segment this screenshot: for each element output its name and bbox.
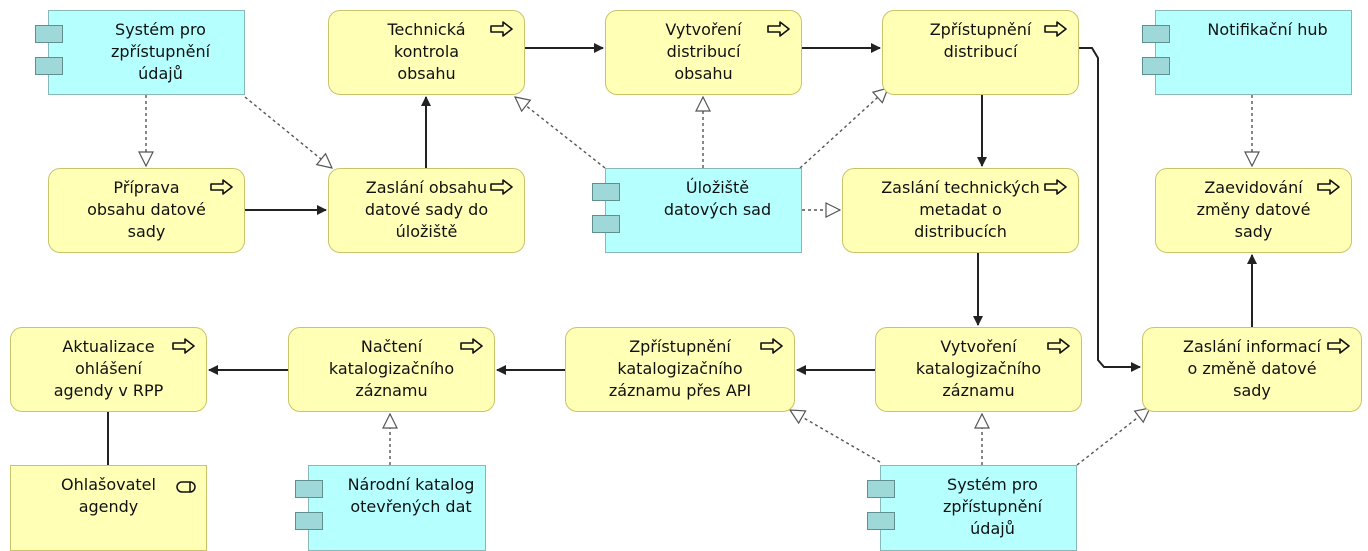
node-notification-hub[interactable]: Notifikační hub	[1142, 10, 1352, 95]
edge-realization-system_bottom-to-publish_catalog_api	[790, 410, 881, 463]
node-label: Zpřístupnění katalogizačního záznamu pře…	[608, 337, 752, 400]
component-tab-top-icon	[1142, 25, 1170, 43]
node-system-bottom[interactable]: Systém pro zpřístupnění údajů	[867, 465, 1077, 551]
node-label: Systém pro zpřístupnění údajů	[110, 20, 211, 83]
process-arrow-icon	[1047, 338, 1071, 354]
node-label: Ohlašovatel agendy	[61, 475, 156, 516]
node-send-change-info[interactable]: Zaslání informací o změně datové sady	[1142, 327, 1362, 412]
node-national-catalog[interactable]: Národní katalog otevřených dat	[295, 465, 486, 551]
node-label: Zaslání technických metadat o distribucí…	[881, 178, 1040, 241]
edge-realization-system_top-to-send_content	[244, 96, 332, 168]
process-arrow-icon	[1327, 338, 1351, 354]
component-tab-bottom-icon	[1142, 57, 1170, 75]
process-arrow-icon	[490, 179, 514, 195]
node-label: Systém pro zpřístupnění údajů	[942, 475, 1043, 538]
edge-realization-dataset_storage-to-technical_check	[515, 97, 606, 169]
process-arrow-icon	[767, 21, 791, 37]
process-arrow-icon	[1317, 179, 1341, 195]
node-technical-check[interactable]: Technická kontrola obsahu	[328, 10, 525, 95]
business-role-icon	[176, 478, 196, 493]
component-tab-top-icon	[867, 480, 895, 498]
process-arrow-icon	[1044, 21, 1068, 37]
process-arrow-icon	[1044, 179, 1068, 195]
component-tab-top-icon	[35, 25, 63, 43]
node-create-catalog-record[interactable]: Vytvoření katalogizačního záznamu	[875, 327, 1082, 412]
component-tab-bottom-icon	[867, 512, 895, 530]
process-arrow-icon	[460, 338, 484, 354]
node-update-report[interactable]: Aktualizace ohlášení agendy v RPP	[10, 327, 207, 412]
process-arrow-icon	[210, 179, 234, 195]
node-label: Národní katalog otevřených dat	[347, 475, 475, 516]
node-label: Technická kontrola obsahu	[387, 20, 466, 83]
node-record-change[interactable]: Zaevidování změny datové sady	[1155, 168, 1352, 253]
edge-realization-system_bottom-to-send_change_info	[1076, 408, 1150, 466]
node-label: Příprava obsahu datové sady	[87, 178, 206, 241]
component-tab-bottom-icon	[592, 215, 620, 233]
process-arrow-icon	[760, 338, 784, 354]
process-arrow-icon	[172, 338, 196, 354]
component-tab-bottom-icon	[35, 57, 63, 75]
node-label: Zpřístupnění distribucí	[929, 20, 1032, 61]
node-publish-distributions[interactable]: Zpřístupnění distribucí	[882, 10, 1079, 95]
process-arrow-icon	[490, 21, 514, 37]
node-send-content[interactable]: Zaslání obsahu datové sady do úložiště	[328, 168, 525, 253]
node-label: Notifikační hub	[1207, 20, 1328, 39]
node-load-catalog-record[interactable]: Načtení katalogizačního záznamu	[288, 327, 495, 412]
node-label: Vytvoření distribucí obsahu	[665, 20, 742, 83]
node-prepare-content[interactable]: Příprava obsahu datové sady	[48, 168, 245, 253]
node-label: Úložiště datových sad	[663, 178, 772, 219]
edge-realization-dataset_storage-to-publish_distributions	[799, 88, 888, 169]
node-create-distributions[interactable]: Vytvoření distribucí obsahu	[605, 10, 802, 95]
node-label: Načtení katalogizačního záznamu	[328, 337, 455, 400]
node-label: Aktualizace ohlášení agendy v RPP	[53, 337, 164, 400]
node-label: Zaslání obsahu datové sady do úložiště	[364, 178, 489, 241]
component-tab-bottom-icon	[295, 512, 323, 530]
node-label: Zaevidování změny datové sady	[1196, 178, 1311, 241]
component-tab-top-icon	[592, 183, 620, 201]
edges-layer	[107, 43, 1252, 466]
component-tab-top-icon	[295, 480, 323, 498]
node-label: Zaslání informací o změně datové sady	[1183, 337, 1321, 400]
node-reporter[interactable]: Ohlašovatel agendy	[10, 465, 207, 551]
node-dataset-storage[interactable]: Úložiště datových sad	[592, 168, 802, 253]
node-send-tech-metadata[interactable]: Zaslání technických metadat o distribucí…	[842, 168, 1079, 253]
node-label: Vytvoření katalogizačního záznamu	[915, 337, 1042, 400]
node-system-top[interactable]: Systém pro zpřístupnění údajů	[35, 10, 245, 95]
edge-triggering-publish_distributions-to-send_change_info	[1079, 47, 1141, 372]
node-publish-catalog-api[interactable]: Zpřístupnění katalogizačního záznamu pře…	[565, 327, 795, 412]
